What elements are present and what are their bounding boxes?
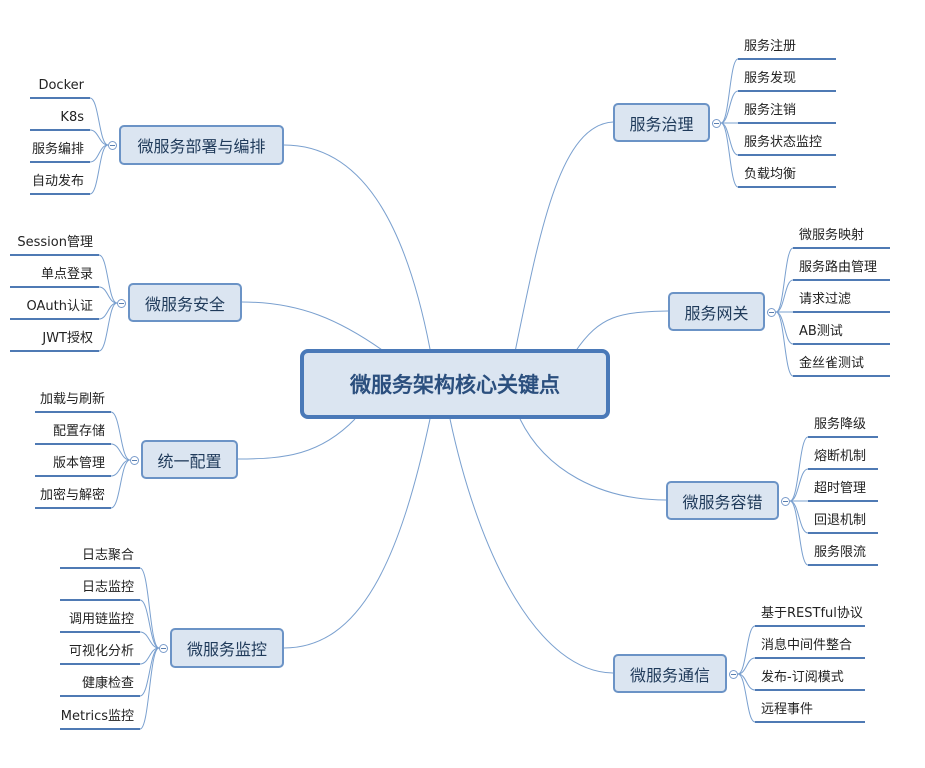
leaf-connector-line (720, 122, 739, 188)
root-connector-line (241, 301, 386, 353)
branch-unified-config[interactable]: 统一配置 (141, 440, 238, 479)
root-node[interactable]: 微服务架构核心关键点 (300, 349, 610, 419)
leaf-connector-line (139, 631, 160, 649)
branch-fault-tolerance[interactable]: 微服务容错 (666, 481, 779, 520)
branch-deployment-orchestration[interactable]: 微服务部署与编排 (119, 125, 284, 165)
leaf-restful[interactable]: 基于RESTful协议 (761, 606, 863, 621)
leaf-connector-line (110, 443, 131, 461)
collapse-icon[interactable] (117, 299, 126, 308)
leaf-jwt[interactable]: JWT授权 (42, 331, 93, 346)
leaf-pub-sub[interactable]: 发布-订阅模式 (761, 670, 844, 685)
collapse-icon[interactable] (159, 644, 168, 653)
leaf-connector-line (89, 144, 109, 195)
leaf-version-management[interactable]: 版本管理 (52, 456, 105, 471)
leaf-connector-line (775, 247, 794, 313)
leaf-service-discovery[interactable]: 服务发现 (744, 71, 797, 86)
collapse-icon[interactable] (712, 119, 721, 128)
collapse-icon[interactable] (729, 670, 738, 679)
leaf-connector-line (789, 500, 809, 534)
leaf-microservice-mapping[interactable]: 微服务映射 (799, 228, 865, 243)
leaf-timeout-management[interactable]: 超时管理 (814, 481, 867, 496)
leaf-connector-line (110, 459, 131, 509)
leaf-rate-limiting[interactable]: 服务限流 (814, 545, 867, 560)
leaf-connector-line (98, 286, 118, 304)
leaf-session-management[interactable]: Session管理 (17, 235, 93, 250)
branch-communication[interactable]: 微服务通信 (613, 654, 727, 693)
branch-security[interactable]: 微服务安全 (128, 283, 242, 322)
leaf-connector-line (775, 311, 794, 345)
root-connector-line (574, 310, 669, 353)
collapse-icon[interactable] (108, 141, 117, 150)
root-connector-line (283, 418, 431, 649)
branch-monitoring[interactable]: 微服务监控 (170, 628, 284, 668)
leaf-load-refresh[interactable]: 加载与刷新 (39, 392, 105, 407)
leaf-connector-line (89, 129, 109, 146)
leaf-connector-line (139, 599, 160, 649)
root-connector-line (514, 121, 614, 353)
leaf-remote-events[interactable]: 远程事件 (761, 702, 814, 717)
leaf-connector-line (139, 567, 160, 649)
branch-service-gateway[interactable]: 服务网关 (668, 292, 765, 331)
leaf-connector-line (110, 411, 131, 461)
leaf-health-check[interactable]: 健康检查 (81, 676, 134, 691)
leaf-service-degradation[interactable]: 服务降级 (814, 417, 867, 432)
leaf-connector-line (720, 58, 739, 124)
leaf-connector-line (89, 97, 109, 146)
leaf-connector-line (737, 625, 756, 675)
leaf-docker[interactable]: Docker (38, 78, 84, 93)
leaf-service-status-monitor[interactable]: 服务状态监控 (744, 135, 823, 150)
leaf-encryption-decryption[interactable]: 加密与解密 (39, 488, 105, 503)
branch-service-governance[interactable]: 服务治理 (613, 103, 710, 142)
root-connector-line (449, 418, 614, 674)
root-connector-line (283, 144, 431, 350)
collapse-icon[interactable] (767, 308, 776, 317)
root-connector-line (519, 418, 667, 501)
leaf-connector-line (789, 436, 809, 502)
leaf-connector-line (775, 311, 794, 377)
leaf-trace-monitoring[interactable]: 调用链监控 (68, 612, 134, 627)
leaf-connector-line (98, 254, 118, 304)
leaf-circuit-breaker[interactable]: 熔断机制 (814, 449, 867, 464)
leaf-route-management[interactable]: 服务路由管理 (799, 260, 878, 275)
leaf-connector-line (789, 468, 809, 502)
leaf-connector-line (139, 647, 160, 730)
leaf-log-monitoring[interactable]: 日志监控 (81, 580, 134, 595)
leaf-metrics-monitoring[interactable]: Metrics监控 (60, 709, 134, 724)
leaf-auto-release[interactable]: 自动发布 (31, 174, 84, 189)
leaf-sso[interactable]: 单点登录 (40, 267, 93, 282)
leaf-visual-analysis[interactable]: 可视化分析 (68, 644, 134, 659)
leaf-canary-testing[interactable]: 金丝雀测试 (799, 356, 865, 371)
leaf-connector-line (720, 90, 739, 124)
leaf-connector-line (737, 673, 756, 723)
leaf-message-middleware[interactable]: 消息中间件整合 (761, 638, 853, 653)
leaf-connector-line (737, 657, 756, 675)
root-connector-line (237, 418, 356, 460)
leaf-connector-line (98, 302, 118, 352)
leaf-fallback[interactable]: 回退机制 (814, 513, 867, 528)
leaf-connector-line (720, 122, 739, 156)
leaf-connector-line (775, 279, 794, 313)
leaf-oauth[interactable]: OAuth认证 (26, 299, 93, 314)
leaf-load-balancing[interactable]: 负载均衡 (744, 167, 797, 182)
collapse-icon[interactable] (130, 456, 139, 465)
leaf-orchestration[interactable]: 服务编排 (31, 142, 84, 157)
leaf-k8s[interactable]: K8s (60, 110, 84, 125)
leaf-service-register[interactable]: 服务注册 (744, 39, 797, 54)
leaf-request-filter[interactable]: 请求过滤 (799, 292, 852, 307)
collapse-icon[interactable] (781, 497, 790, 506)
leaf-ab-testing[interactable]: AB测试 (799, 324, 843, 339)
leaf-service-deregister[interactable]: 服务注销 (744, 103, 797, 118)
leaf-config-storage[interactable]: 配置存储 (52, 424, 105, 439)
leaf-connector-line (789, 500, 809, 566)
leaf-log-aggregation[interactable]: 日志聚合 (81, 548, 134, 563)
